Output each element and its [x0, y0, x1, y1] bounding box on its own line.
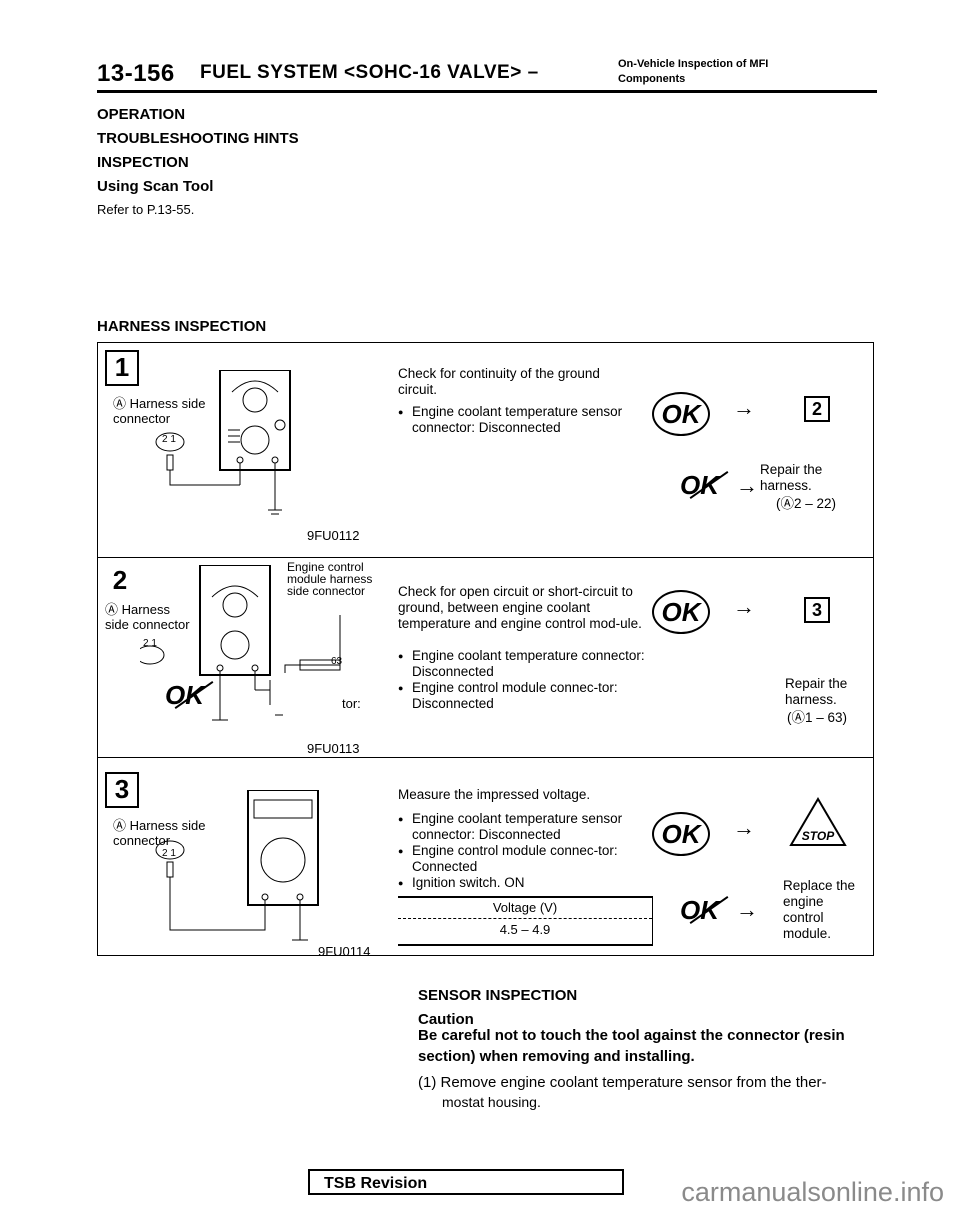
caution-label: Caution — [418, 1011, 474, 1028]
step-number-2: 2 — [112, 565, 128, 595]
step3-item-3: Ignition switch. ON — [398, 875, 648, 891]
section-subtitle-2: Components — [618, 73, 686, 85]
page-number: 13-156 — [97, 60, 175, 87]
sensor-inspection-title: SENSOR INSPECTION — [418, 987, 578, 1004]
step2-ng-action: Repair the harness. — [785, 676, 848, 707]
step-number-3: 3 — [105, 772, 139, 808]
step1-ok-arrow: → — [733, 395, 755, 420]
step2-ok-arrow: → — [733, 594, 755, 619]
step2-diagram-label: Ⓐ Harness side connector — [105, 602, 190, 632]
divider-2 — [97, 757, 874, 758]
step2-ok-next: 3 — [804, 597, 830, 623]
section-subtitle-1: On-Vehicle Inspection of MFI — [618, 58, 769, 70]
stop-label: STOP — [802, 829, 835, 843]
heading-operation: OPERATION — [97, 106, 186, 123]
step1-items: Engine coolant temperature sensor connec… — [398, 404, 638, 436]
step2-text: Check for open circuit or short-circuit … — [398, 584, 642, 631]
step3-item-2: Engine control module connec-tor: Connec… — [398, 843, 648, 875]
step3-diagram-label: Ⓐ Harness side connector — [113, 818, 206, 848]
step3-ok-badge: OK — [652, 812, 710, 856]
step2-items: Engine coolant temperature connector: Di… — [398, 648, 648, 712]
step2-fragment-tor: tor: — [342, 696, 361, 711]
caution-text: Be careful not to touch the tool against… — [418, 1027, 845, 1065]
step2-overlay-badge: OK — [165, 680, 204, 710]
tsb-revision: TSB Revision — [308, 1169, 624, 1195]
step3-ok-arrow: → — [733, 815, 755, 840]
step2-item-2: Engine control module connec-tor: Discon… — [398, 680, 648, 712]
step3-ng-arrow: → — [736, 897, 758, 922]
sensor-step-1: (1) Remove engine coolant temperature se… — [418, 1074, 827, 1091]
step3-table-header: Voltage (V) — [398, 898, 652, 919]
step1-ok-next: 2 — [804, 396, 830, 422]
header-rule — [97, 90, 877, 93]
step1-figure-id: 9FU0112 — [307, 528, 360, 543]
step3-ng-action: Replace the engine control module. — [783, 878, 856, 941]
step3-diagram — [155, 790, 319, 941]
step3-figure-id: 9FU0114 — [318, 944, 371, 959]
step2-diagram-label-2: Engine control module harness side conne… — [287, 560, 373, 598]
step3-items: Engine coolant temperature sensor connec… — [398, 811, 648, 891]
step2-ok-badge: OK — [652, 590, 710, 634]
divider-1 — [97, 557, 874, 558]
section-title: FUEL SYSTEM <SOHC-16 VALVE> – — [200, 62, 539, 83]
heading-inspection: INSPECTION — [97, 154, 189, 171]
step1-ng-ref: (Ⓐ2 – 22) — [776, 496, 837, 511]
sensor-step-1b: mostat housing. — [442, 1094, 541, 1110]
step3-table-value: 4.5 – 4.9 — [499, 922, 551, 937]
step1-diagram — [155, 370, 291, 515]
step1-ng-action: Repair the harness. — [760, 462, 823, 493]
refer-text: Refer to P.13-55. — [97, 202, 195, 217]
steps-frame — [97, 342, 874, 956]
heading-scan-tool: Using Scan Tool — [97, 178, 214, 195]
step2-connector-pin2: 63 — [331, 656, 343, 667]
step1-ng-arrow: → — [736, 473, 758, 498]
step2-ng-ref: (Ⓐ1 – 63) — [787, 710, 848, 725]
step2-diagram — [140, 565, 341, 721]
step1-connector-pins: 2 1 — [162, 434, 176, 445]
step1-item-1: Engine coolant temperature sensor connec… — [398, 404, 638, 436]
step1-ok-badge: OK — [652, 392, 710, 436]
step2-figure-id: 9FU0113 — [307, 741, 360, 756]
step-number-1: 1 — [105, 350, 139, 386]
step3-voltage-table: Voltage (V) 4.5 – 4.9 — [398, 896, 653, 946]
watermark: carmanualsonline.info — [681, 1177, 944, 1207]
heading-troubleshooting: TROUBLESHOOTING HINTS — [97, 130, 299, 147]
step1-text: Check for continuity of the ground circu… — [398, 366, 600, 397]
step3-text: Measure the impressed voltage. — [398, 787, 591, 802]
stop-icon: STOP — [789, 797, 847, 846]
step2-connector-pins: 2 1 — [143, 638, 157, 649]
step1-diagram-label: Ⓐ Harness side connector — [113, 396, 206, 426]
heading-harness-inspection: HARNESS INSPECTION — [97, 318, 267, 335]
step3-connector-pins: 2 1 — [162, 848, 176, 859]
step2-item-1: Engine coolant temperature connector: Di… — [398, 648, 648, 680]
step1-ng-badge: OK — [680, 470, 719, 500]
step3-ng-badge: OK — [680, 895, 719, 925]
step3-item-1: Engine coolant temperature sensor connec… — [398, 811, 648, 843]
